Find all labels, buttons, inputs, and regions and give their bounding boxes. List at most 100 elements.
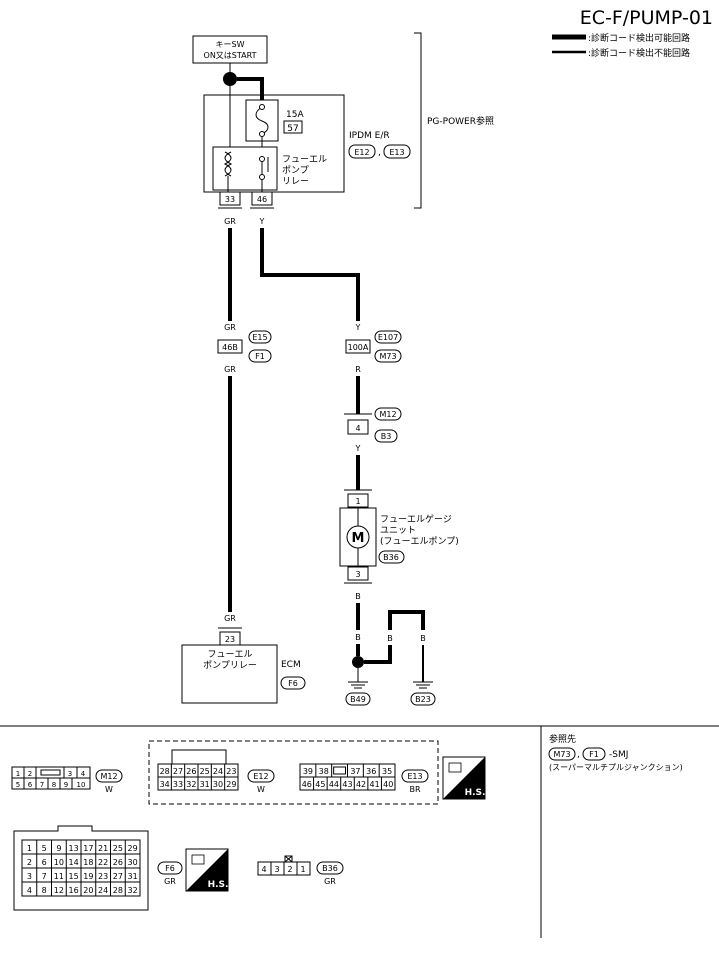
svg-text:10: 10	[77, 781, 86, 789]
connector-pin: 24	[98, 886, 108, 895]
connector-pin: 31	[200, 780, 210, 789]
connector-pin: 6	[42, 858, 47, 867]
connector-m12-face: 1 2 3 4 5 6 7 8 9 10	[11, 766, 91, 790]
connector-b36-label: B36	[383, 553, 399, 562]
relay-label-2: ポンプ	[282, 165, 309, 176]
connector-pin: 42	[356, 780, 366, 789]
ecm-terminal-23: 23	[225, 635, 235, 644]
connector-pin: 27	[113, 872, 123, 881]
connector-pin: 40	[383, 780, 393, 789]
connector-pin: 23	[98, 872, 108, 881]
svg-text:9: 9	[64, 781, 68, 789]
svg-text:1: 1	[300, 865, 305, 874]
connector-pin: 28	[113, 886, 123, 895]
connector-e13-color: BR	[409, 785, 420, 794]
connector-pin: 46	[302, 780, 312, 789]
connector-pin: 12	[54, 886, 64, 895]
svg-text:3: 3	[68, 770, 72, 778]
connector-pin: 34	[160, 780, 170, 789]
ecm-name: ECM	[281, 660, 301, 670]
connector-pin: 26	[186, 767, 196, 776]
fuel-gauge-label-2: ユニット	[380, 526, 416, 536]
connector-pin: 31	[128, 872, 138, 881]
ecm-label-1: フューエル	[207, 650, 252, 660]
ipdm-terminal-33: 33	[225, 195, 235, 204]
hs-badge-1: H.S.	[442, 756, 486, 800]
hs-badge-2: H.S.	[185, 848, 229, 892]
svg-text:M73: M73	[553, 750, 570, 759]
connector-pin: 25	[200, 767, 210, 776]
svg-text:4: 4	[261, 865, 266, 874]
connector-pin: 30	[128, 858, 138, 867]
splice-dot	[223, 72, 237, 86]
svg-text:B: B	[355, 633, 361, 642]
svg-text:GR: GR	[224, 365, 236, 374]
reference-title: 参照先	[549, 733, 576, 745]
connector-pin: 17	[83, 844, 93, 853]
svg-text:R: R	[355, 365, 361, 374]
svg-text:F1: F1	[589, 750, 599, 759]
fuse-number: 57	[287, 124, 298, 134]
connector-pin: 18	[83, 858, 93, 867]
connector-pin: 4	[27, 886, 32, 895]
wire-y-upper	[260, 228, 360, 321]
junction-100a: 100A	[348, 343, 369, 352]
ipdm-terminal-46: 46	[257, 195, 267, 204]
svg-text:M: M	[352, 531, 365, 546]
junction-46b: 46B	[222, 343, 238, 352]
connector-pin: 28	[160, 767, 170, 776]
connector-pin: 45	[315, 780, 325, 789]
connector-b36-face: 4 3 2 1	[257, 855, 311, 876]
harness-side-icon	[191, 854, 205, 865]
connector-f6-label: F6	[288, 679, 298, 688]
relay-label-1: フューエル	[282, 155, 327, 165]
connector-pin: 13	[69, 844, 79, 853]
svg-text:H.S.: H.S.	[465, 788, 486, 798]
fuel-pump-relay	[212, 146, 278, 191]
connector-m73: M73	[379, 352, 396, 361]
connector-e12-id: E12	[253, 772, 268, 781]
connector-pin: 30	[213, 780, 223, 789]
reference-smj: -SMJ	[609, 750, 628, 760]
key-switch-label-1: キーSW	[216, 40, 245, 49]
connector-pin: 11	[54, 872, 64, 881]
ipdm-label: IPDM E/R	[349, 131, 390, 141]
wire-color-gr: GR	[224, 217, 236, 226]
ecm-box	[181, 644, 278, 704]
svg-text:GR: GR	[224, 614, 236, 623]
svg-text:6: 6	[28, 781, 33, 789]
fuel-gauge-pin-1: 1	[355, 497, 360, 506]
relay-coil-symbol	[223, 151, 232, 177]
ipdm-connector-1: E12	[354, 148, 369, 157]
fuse-symbol	[255, 106, 269, 135]
fuel-gauge-pin-3: 3	[355, 570, 360, 579]
connector-pin: 16	[69, 886, 79, 895]
connector-b3: B3	[381, 432, 392, 441]
svg-text:2: 2	[28, 770, 32, 778]
connector-pin: 8	[42, 886, 47, 895]
connector-pin: 10	[54, 858, 64, 867]
connector-f6-id: F6	[165, 864, 175, 873]
svg-text:8: 8	[52, 781, 56, 789]
connector-pin: 33	[173, 780, 183, 789]
ground-symbol-b23	[413, 681, 433, 689]
connector-pin: 32	[186, 780, 196, 789]
connector-pin: 24	[213, 767, 223, 776]
svg-text:1: 1	[16, 770, 20, 778]
connector-m12-label: M12	[379, 410, 396, 419]
connector-pin: 15	[69, 872, 79, 881]
connector-pin: 36	[366, 767, 376, 776]
connector-e107: E107	[378, 333, 398, 342]
connector-pin: 26	[113, 858, 123, 867]
connector-pin: 27	[173, 767, 183, 776]
connector-pin: 39	[303, 767, 313, 776]
connector-m12-id: M12	[100, 772, 117, 781]
connector-e12-color: W	[257, 785, 265, 794]
connector-pin: 14	[69, 858, 79, 867]
svg-text:4: 4	[81, 770, 86, 778]
svg-text:B: B	[420, 634, 426, 643]
connector-pin: 1	[27, 844, 32, 853]
junction-4: 4	[355, 424, 360, 433]
